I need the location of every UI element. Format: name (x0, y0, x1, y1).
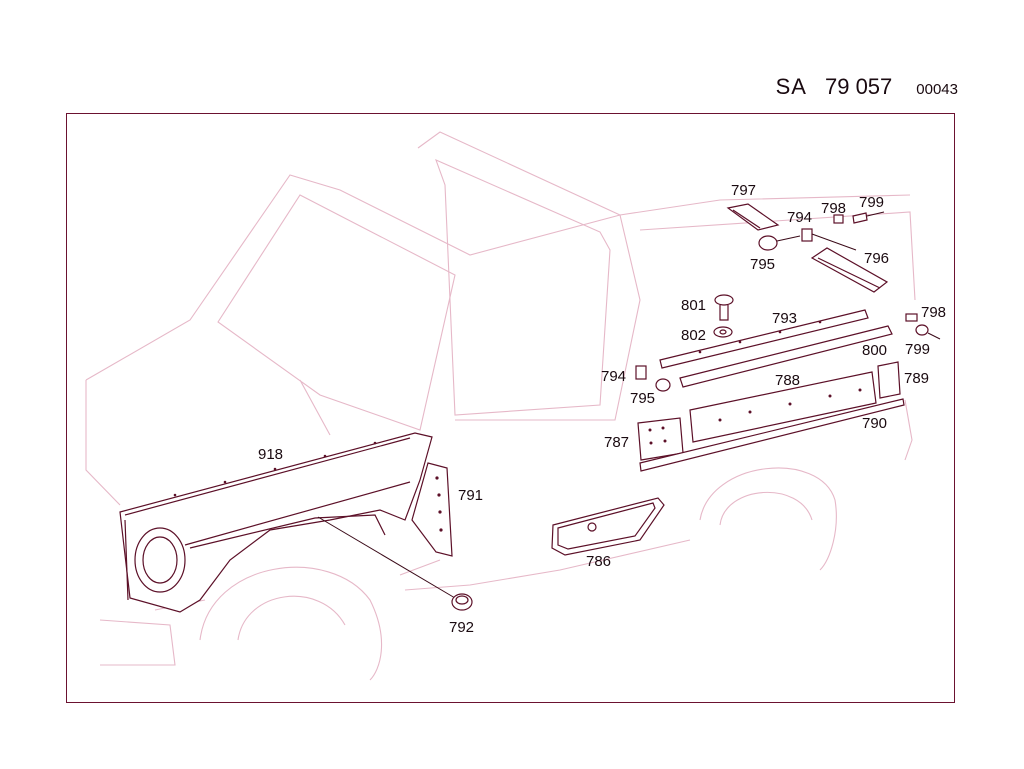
callout-797: 797 (731, 182, 756, 199)
part-918-fender (119, 432, 433, 613)
callout-788: 788 (775, 372, 800, 389)
part-791-bracket (411, 462, 453, 557)
part-786-cover (551, 497, 665, 556)
part-794-clip-upper (801, 228, 857, 251)
callout-798: 798 (821, 200, 846, 217)
part-802-washer (713, 326, 733, 338)
callout-796: 796 (864, 250, 889, 267)
callout-792: 792 (449, 619, 474, 636)
part-801-screw (714, 294, 734, 321)
callout-798-lower: 798 (921, 304, 946, 321)
callout-799: 799 (859, 194, 884, 211)
part-795-plug-upper (758, 235, 801, 251)
part-800-strip (679, 325, 893, 388)
callout-790: 790 (862, 415, 887, 432)
callout-795: 795 (750, 256, 775, 273)
part-798-clip-lower (905, 313, 918, 322)
part-794-clip-lower (635, 365, 647, 380)
group-number: 79 057 (824, 74, 893, 99)
part-795-plug-lower (655, 378, 671, 392)
part-792-grommet (317, 516, 473, 611)
callout-800: 800 (862, 342, 887, 359)
callout-918: 918 (258, 446, 283, 463)
diagram-frame (66, 113, 955, 703)
callout-791: 791 (458, 487, 483, 504)
callout-802: 802 (681, 327, 706, 344)
part-797-strip (726, 203, 780, 231)
callout-799-lower: 799 (905, 341, 930, 358)
callout-787: 787 (604, 434, 629, 451)
callout-794: 794 (787, 209, 812, 226)
part-798-clip-upper (833, 214, 844, 224)
callout-labels: 797 794 798 799 795 796 801 793 798 802 … (258, 182, 946, 636)
group-prefix: SA (775, 74, 807, 99)
callout-786: 786 (586, 553, 611, 570)
diagram-header: SA 79 057 00043 (776, 74, 958, 100)
part-793-rail (659, 309, 869, 369)
part-799-pin-lower (915, 324, 941, 340)
part-789-end-bracket (877, 361, 901, 399)
part-790-rail (639, 398, 905, 472)
part-799-pin-upper (852, 211, 885, 224)
callout-795-lower: 795 (630, 390, 655, 407)
callout-794-lower: 794 (601, 368, 626, 385)
part-788-sill-panel (689, 371, 877, 443)
part-796-strip (810, 247, 889, 293)
callout-789: 789 (904, 370, 929, 387)
sheet-reference: 00043 (916, 81, 958, 98)
callout-801: 801 (681, 297, 706, 314)
callout-793: 793 (772, 310, 797, 327)
